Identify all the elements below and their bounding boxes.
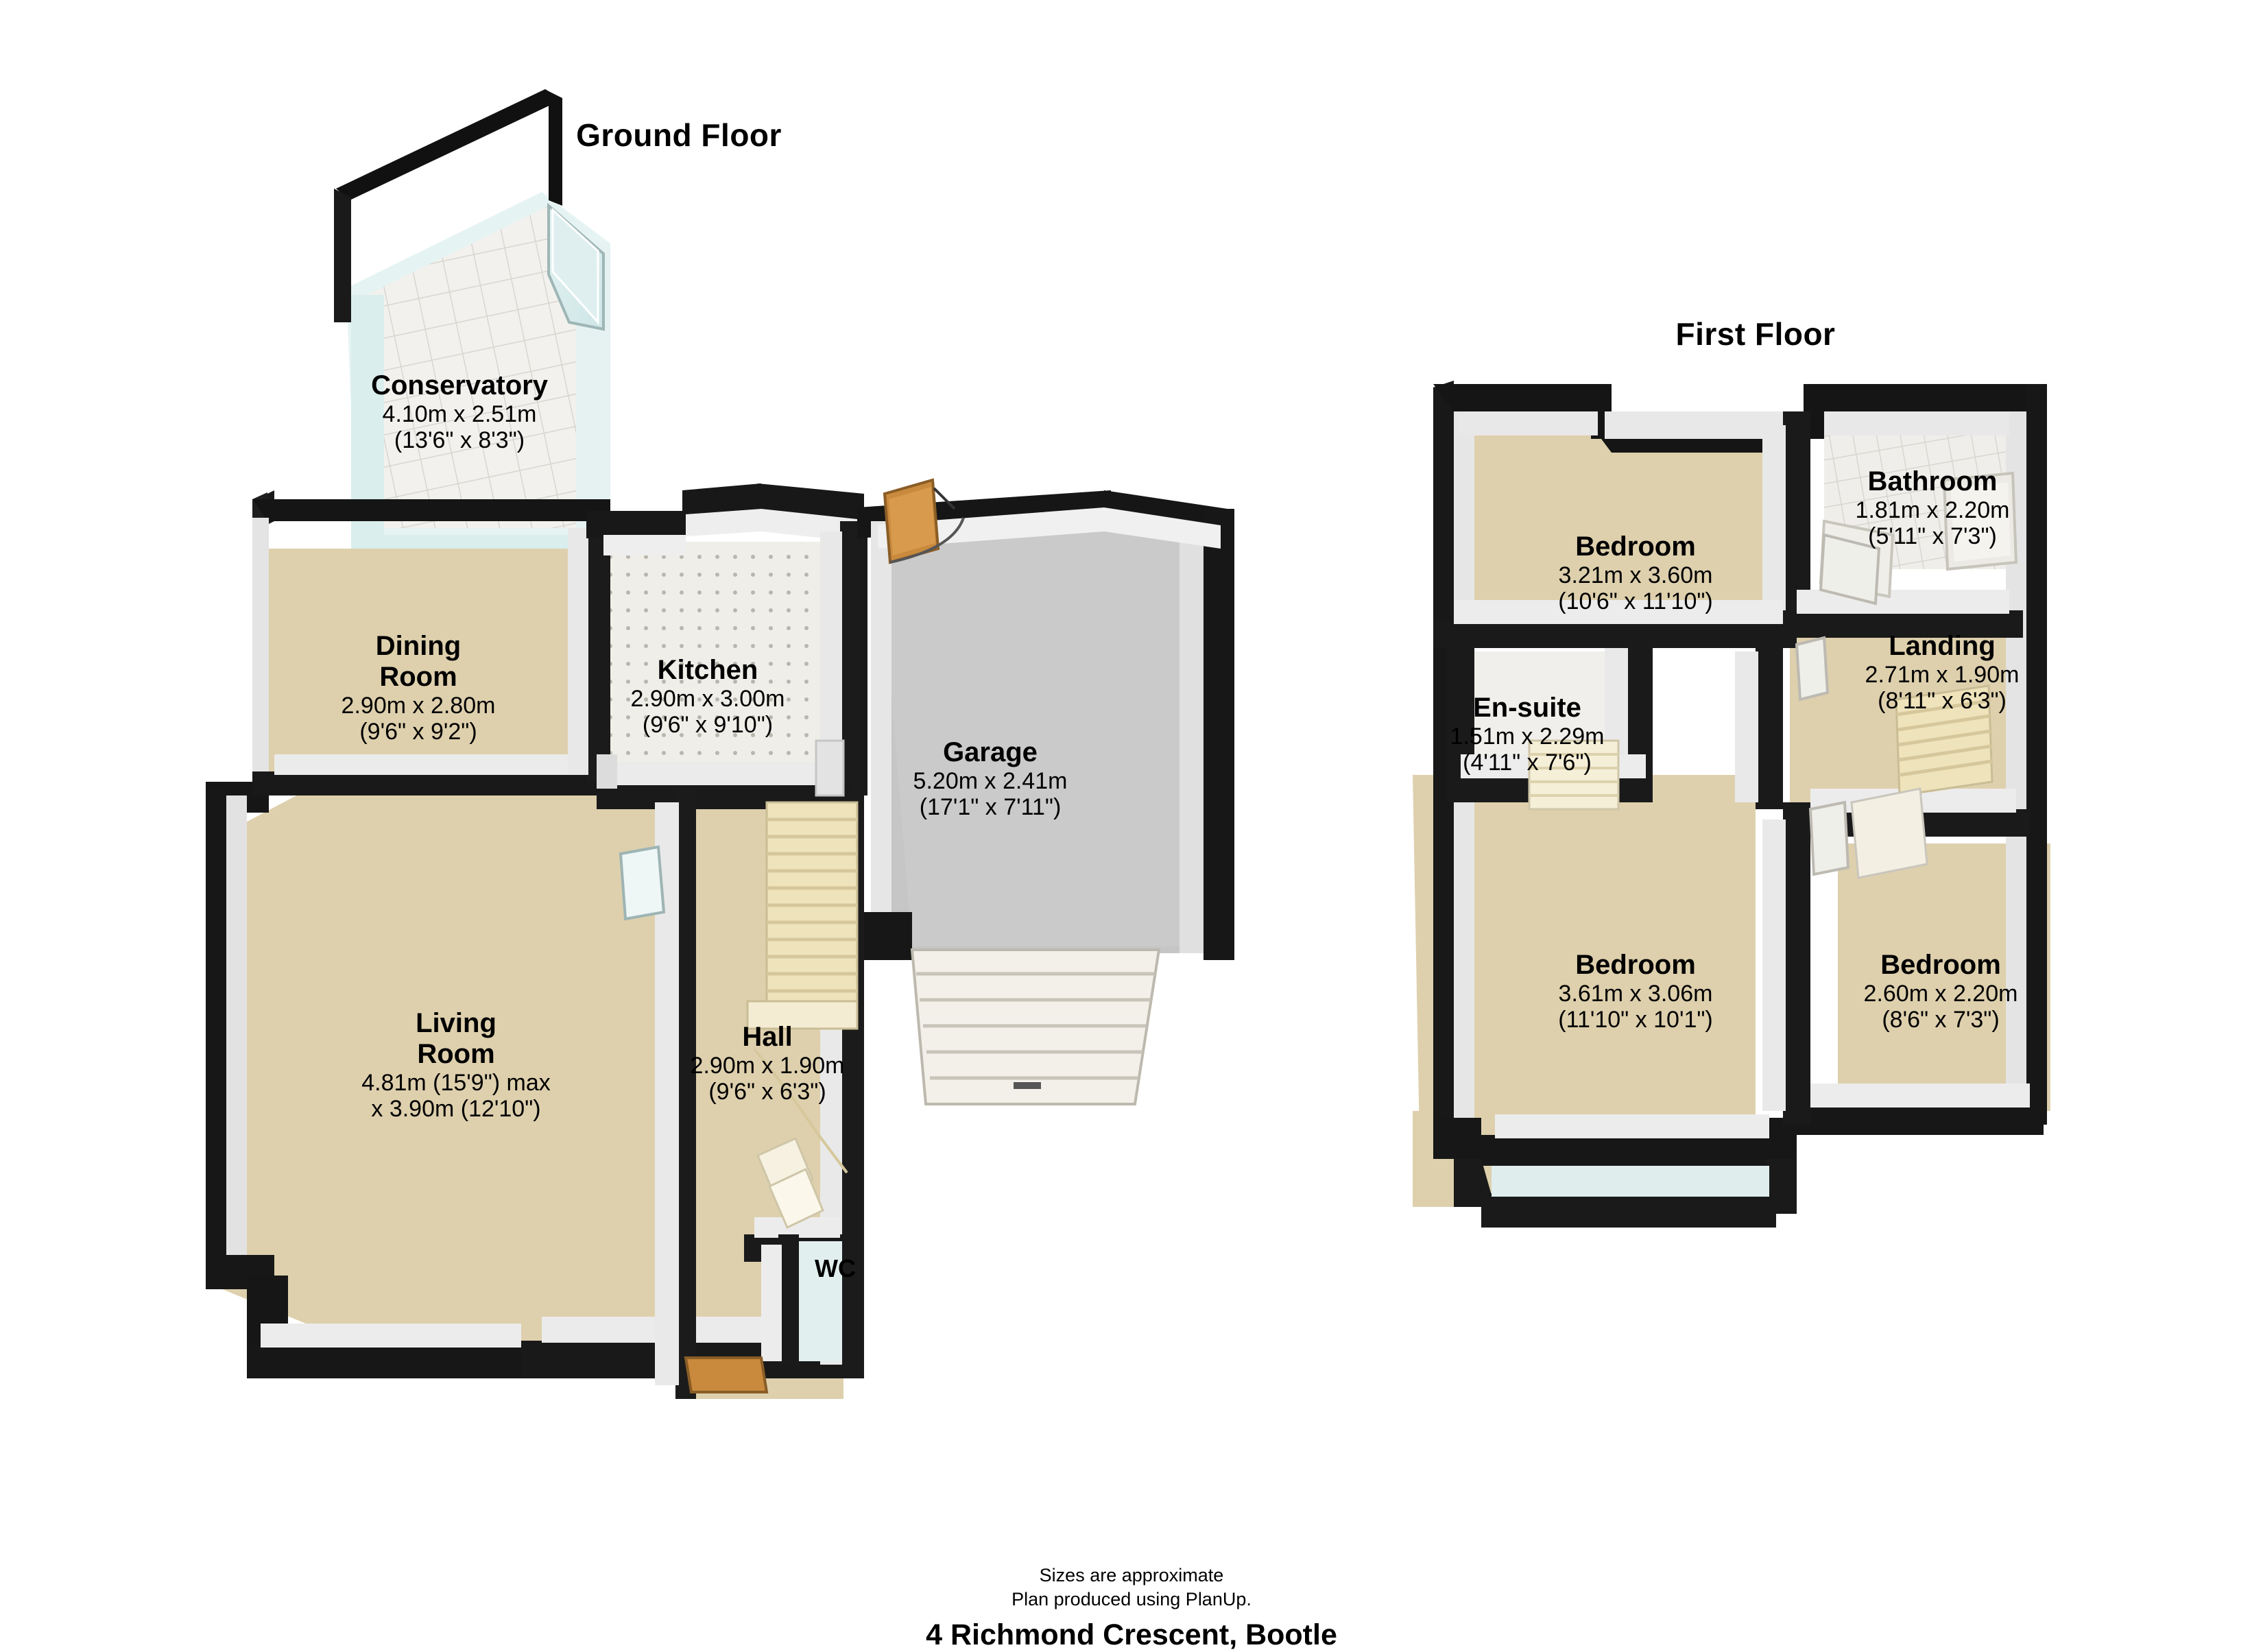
wall-dining-living	[252, 771, 597, 795]
conservatory-wall-top	[336, 89, 562, 200]
conservatory-floor	[367, 206, 603, 528]
conservatory-glazing-left	[351, 295, 384, 542]
dining-room-floor	[261, 549, 590, 785]
wall-first-bottom	[1481, 1135, 1783, 1166]
room-dimensions-metric: 5.20m x 2.41m	[913, 767, 1068, 794]
room-dimensions-imperial: (9'6" x 6'3")	[708, 1078, 826, 1105]
bedroom-main-floor	[1413, 775, 1756, 1138]
room-name: Bedroom	[1575, 531, 1696, 562]
wall-bathroom-bottom	[1783, 610, 2023, 638]
door-front	[883, 478, 956, 564]
room-name: Room	[417, 1038, 495, 1069]
door-bedroom-rear	[1808, 800, 1850, 876]
room-dimensions-imperial: (9'6" x 9'2")	[359, 718, 477, 745]
room-dimensions-metric: 1.51m x 2.29m	[1450, 723, 1605, 750]
room-name: Kitchen	[657, 655, 758, 685]
wall-bedroom-rear-left	[1783, 802, 1810, 1125]
room-dimensions-metric: 4.10m x 2.51m	[382, 400, 537, 427]
room-dimensions-metric: 4.81m (15'9") max	[361, 1069, 551, 1096]
room-name: WC	[815, 1254, 856, 1282]
room-label: WC	[815, 1254, 856, 1282]
footer-line-2: Plan produced using PlanUp.	[1011, 1589, 1252, 1610]
bay-window-first-floor	[1454, 1159, 1797, 1228]
ground-floor-plan	[206, 89, 1234, 1399]
living-room-floor	[206, 782, 686, 1378]
room-dimensions-imperial: x 3.90m (12'10")	[371, 1095, 541, 1122]
room-name: Bedroom	[1575, 950, 1696, 980]
room-name: Landing	[1889, 631, 1996, 661]
staircase-first	[1850, 684, 1993, 879]
wall	[1783, 411, 1810, 631]
ensuite-fixtures	[1528, 739, 1620, 811]
room-dimensions-imperial: (8'6" x 7'3")	[1882, 1006, 2000, 1033]
garage-door	[910, 948, 1161, 1105]
room-dimensions-metric: 2.90m x 1.90m	[690, 1052, 845, 1079]
room-name: Room	[379, 661, 457, 692]
room-dimensions-imperial: (11'10" x 10'1")	[1558, 1006, 1713, 1033]
wall-first-right	[2026, 384, 2047, 1125]
room-dimensions-metric: 1.81m x 2.20m	[1855, 496, 2010, 523]
staircase-ground	[746, 801, 859, 1230]
room-dimensions-imperial: (4'11" x 7'6")	[1463, 749, 1592, 776]
room-name: Conservatory	[371, 370, 548, 400]
bedroom-front-floor	[1447, 425, 1783, 617]
kitchen-floor	[597, 542, 843, 792]
room-dimensions-metric: 2.90m x 3.00m	[630, 685, 785, 712]
door-back	[684, 1356, 769, 1393]
room-name: Bedroom	[1880, 950, 2001, 980]
room-dimensions-metric: 2.71m x 1.90m	[1865, 661, 2020, 688]
room-dimensions-metric: 2.90m x 2.80m	[341, 692, 496, 719]
wall	[586, 521, 610, 782]
room-dimensions-metric: 3.21m x 3.60m	[1558, 562, 1713, 588]
door-bathroom	[1795, 636, 1830, 702]
property-address: 4 Richmond Crescent, Bootle	[926, 1618, 1337, 1651]
room-name: En-suite	[1473, 693, 1581, 723]
wall-first-left	[1433, 381, 1454, 1159]
room-dimensions-imperial: (8'11" x 6'3")	[1878, 687, 2007, 714]
room-name: Bathroom	[1867, 466, 1998, 496]
room-name: Living	[416, 1008, 496, 1038]
room-dimensions-imperial: (5'11" x 7'3")	[1868, 523, 1997, 549]
wall	[840, 521, 867, 795]
wall-garage-right	[1204, 509, 1234, 960]
bedroom-rear-floor	[1838, 843, 2050, 1111]
room-dimensions-imperial: (13'6" x 8'3")	[394, 427, 525, 453]
wc-floor	[799, 1241, 842, 1361]
first-floor-plan	[1413, 381, 2050, 1228]
room-dimensions-imperial: (10'6" x 11'10")	[1558, 588, 1713, 614]
footer-note: Sizes are approximate Plan produced usin…	[0, 1564, 2263, 1612]
room-dimensions-metric: 3.61m x 3.06m	[1558, 980, 1713, 1007]
window-living-left	[619, 845, 666, 921]
room-dimensions-metric: 2.60m x 2.20m	[1863, 980, 2018, 1007]
room-dimensions-imperial: (17'1" x 7'11")	[919, 793, 1062, 820]
room-name: Hall	[742, 1022, 793, 1052]
wall-hall-left	[675, 789, 696, 1399]
wall-bedroom-front-bottom	[1433, 621, 1797, 648]
wall	[252, 499, 610, 521]
room-dimensions-imperial: (9'6" x 9'10")	[642, 711, 774, 738]
wall-bottom-exterior	[247, 1344, 521, 1378]
room-name: Dining	[375, 631, 462, 661]
floor-title-ground: Ground Floor	[576, 117, 782, 153]
room-name: Garage	[943, 737, 1038, 767]
floor-title-first: First Floor	[1675, 316, 1836, 352]
door-swing-hall	[889, 517, 965, 564]
wall-first-top	[1433, 384, 1598, 411]
wall-left-exterior	[206, 789, 226, 1289]
door-landing	[1819, 533, 1881, 606]
footer-line-1: Sizes are approximate	[1039, 1565, 1224, 1585]
